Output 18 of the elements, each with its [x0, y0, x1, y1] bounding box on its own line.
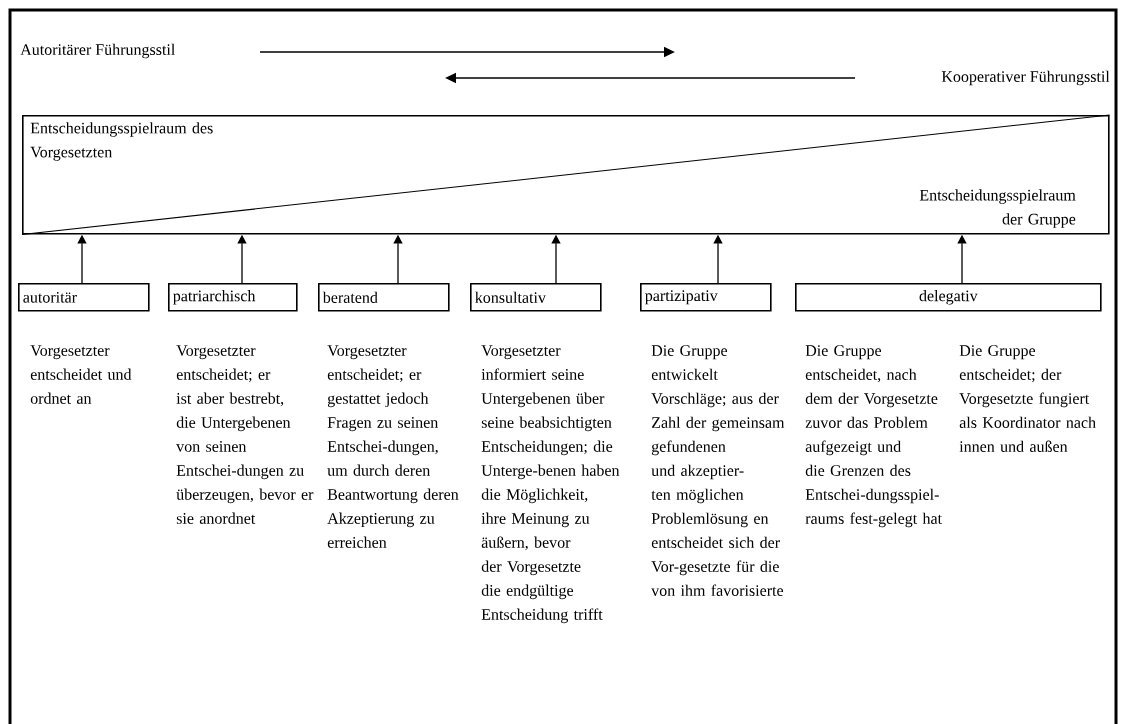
description: Die Gruppe entscheidet, nach dem der Vorgesetzte zuvor das Problem aufgezeigt und die Grenzen des Entschei-dungsspiel-raums fest-gelegt hat: [805, 345, 942, 528]
style-box: beratend: [318, 283, 450, 312]
style-box: delegativ: [795, 283, 1102, 312]
description: Vorgesetzter entscheidet; er ist aber bestrebt, die Untergebenen von seinen Entschei-dungen zu überzeugen, bevor er sie anordnet: [176, 345, 314, 524]
style-box: konsultativ: [470, 283, 602, 312]
style-box: partizipativ: [640, 283, 772, 312]
description: Vorgesetzter informiert seine Untergebenen über seine beabsichtigten Entscheidungen; die Unterge-benen haben die Möglichkeit, ihre Meinung zu äußern, bevor der Vorgesetzte die endgültige Entscheidung trifft: [481, 345, 620, 624]
wedge-box: [21, 114, 1111, 236]
label: Kooperativer Führungsstil: [941, 70, 1110, 86]
style-box: patriarchisch: [168, 283, 298, 312]
box-text: Entscheidungsspielraum der Gruppe: [919, 189, 1076, 228]
label: Autoritärer Führungsstil: [20, 43, 175, 59]
box-text: Entscheidungsspielraum des Vorgesetzten: [30, 122, 213, 161]
style-box: autoritär: [18, 283, 150, 312]
description: Vorgesetzter entscheidet; er gestattet jedoch Fragen zu seinen Entschei-dungen, um durch deren Beantwortung deren Akzeptierung zu erreichen: [327, 345, 459, 548]
description: Die Gruppe entscheidet; der Vorgesetzte fungiert als Koordinator nach innen und außen: [959, 345, 1096, 452]
description: Die Gruppe entwickelt Vorschläge; aus der Zahl der gemeinsam gefundenen und akzeptier-ten möglichen Problemlösung en entscheidet sich der Vor-gesetzte für die von ihm favorisierte: [651, 345, 785, 596]
description: Vorgesetzter entscheidet und ordnet an: [30, 345, 132, 404]
